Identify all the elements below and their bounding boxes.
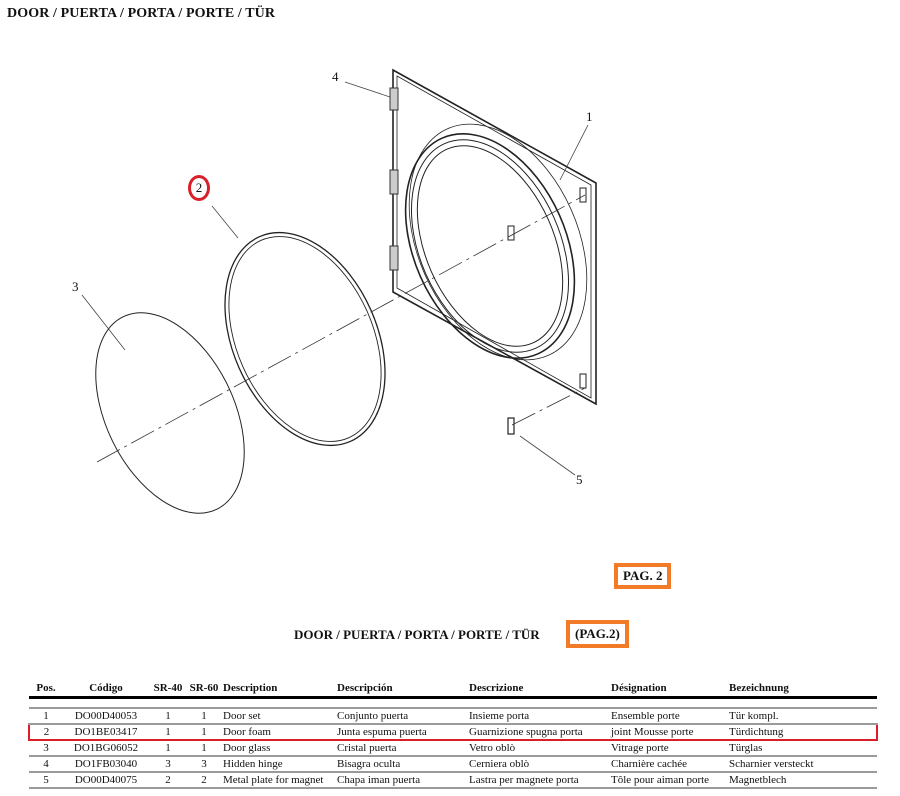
cell-sr40: 1	[149, 723, 187, 741]
cell-descripcion: Chapa iman puerta	[335, 772, 467, 789]
cell-descripcion: Junta espuma puerta	[335, 723, 467, 741]
cell-descripcion: Bisagra oculta	[335, 756, 467, 773]
cell-code: DO1BE03417	[63, 723, 149, 741]
door-glass-part-3	[95, 312, 245, 514]
cell-description: Door glass	[221, 740, 335, 757]
callout-5: 5	[576, 472, 583, 487]
header-pos: Pos.	[29, 681, 63, 699]
cell-descrizione: Insieme porta	[467, 708, 609, 725]
cell-sr40: 2	[149, 772, 187, 789]
cell-pos: 3	[29, 740, 63, 757]
door-assembly-diagram	[81, 68, 597, 514]
cell-sr60: 1	[187, 723, 221, 741]
cell-descripcion: Cristal puerta	[335, 740, 467, 757]
cell-sr40: 1	[149, 708, 187, 725]
cell-bezeichnung: Magnetblech	[727, 772, 877, 789]
header-description: Description	[221, 681, 335, 699]
cell-description: Door set	[221, 708, 335, 725]
cell-description: Hidden hinge	[221, 756, 335, 773]
cell-designation: Vitrage porte	[609, 740, 727, 757]
header-descripcion: Descripción	[335, 681, 467, 699]
table-row-highlighted: 2 DO1BE03417 1 1 Door foam Junta espuma …	[28, 723, 878, 741]
cell-pos: 4	[29, 756, 63, 773]
magnet-plate-part-5	[507, 417, 515, 435]
table-row: 1 DO00D40053 1 1 Door set Conjunto puert…	[29, 708, 877, 725]
cell-sr40: 3	[149, 756, 187, 773]
table-header-row: Pos. Código SR-40 SR-60 Description Desc…	[29, 681, 877, 699]
callout-4: 4	[332, 69, 339, 84]
door-panel-part-1	[389, 68, 597, 406]
page-number-badge: PAG. 2	[614, 563, 672, 589]
cell-sr60: 3	[187, 756, 221, 773]
table-row: 4 DO1FB03040 3 3 Hidden hinge Bisagra oc…	[29, 756, 877, 773]
header-code: Código	[63, 681, 149, 699]
cell-bezeichnung: Türdichtung	[727, 723, 878, 741]
cell-sr60: 1	[187, 740, 221, 757]
cell-code: DO1FB03040	[63, 756, 149, 773]
callout-2-highlighted: 2	[188, 175, 210, 201]
table-spacer-row	[29, 697, 877, 709]
cell-descrizione: Guarnizione spugna porta	[467, 723, 609, 741]
cell-code: DO00D40053	[63, 708, 149, 725]
cell-bezeichnung: Scharnier versteckt	[727, 756, 877, 773]
cell-sr60: 2	[187, 772, 221, 789]
cell-pos: 2	[28, 723, 63, 741]
cell-sr60: 1	[187, 708, 221, 725]
cell-designation: Tôle pour aiman porte	[609, 772, 727, 789]
callout-3: 3	[72, 279, 79, 294]
page-title: DOOR / PUERTA / PORTA / PORTE / TÜR	[7, 6, 276, 21]
door-foam-ring-part-2	[224, 231, 386, 447]
table-row: 5 DO00D40075 2 2 Metal plate for magnet …	[29, 772, 877, 789]
table-row: 3 DO1BG06052 1 1 Door glass Cristal puer…	[29, 740, 877, 757]
cell-bezeichnung: Tür kompl.	[727, 708, 877, 725]
header-sr40: SR-40	[149, 681, 187, 699]
cell-code: DO1BG06052	[63, 740, 149, 757]
cell-pos: 5	[29, 772, 63, 789]
cell-description: Metal plate for magnet	[221, 772, 335, 789]
cell-designation: joint Mousse porte	[609, 723, 727, 741]
cell-designation: Ensemble porte	[609, 708, 727, 725]
parts-section-title: DOOR / PUERTA / PORTA / PORTE / TÜR	[294, 627, 540, 642]
callout-1: 1	[586, 109, 593, 124]
cell-descrizione: Vetro oblò	[467, 740, 609, 757]
header-descrizione: Descrizione	[467, 681, 609, 699]
exploded-view-drawing	[0, 30, 900, 560]
cell-descrizione: Lastra per magnete porta	[467, 772, 609, 789]
cell-bezeichnung: Türglas	[727, 740, 877, 757]
header-designation: Désignation	[609, 681, 727, 699]
cell-sr40: 1	[149, 740, 187, 757]
parts-page-ref-badge: (PAG.2)	[566, 620, 629, 648]
header-sr60: SR-60	[187, 681, 221, 699]
cell-pos: 1	[29, 708, 63, 725]
cell-descrizione: Cerniera oblò	[467, 756, 609, 773]
cell-code: DO00D40075	[63, 772, 149, 789]
cell-descripcion: Conjunto puerta	[335, 708, 467, 725]
cell-designation: Charnière cachée	[609, 756, 727, 773]
parts-table: Pos. Código SR-40 SR-60 Description Desc…	[28, 681, 878, 789]
callout-2-label: 2	[195, 180, 203, 195]
header-bezeichnung: Bezeichnung	[727, 681, 877, 699]
cell-description: Door foam	[221, 723, 335, 741]
